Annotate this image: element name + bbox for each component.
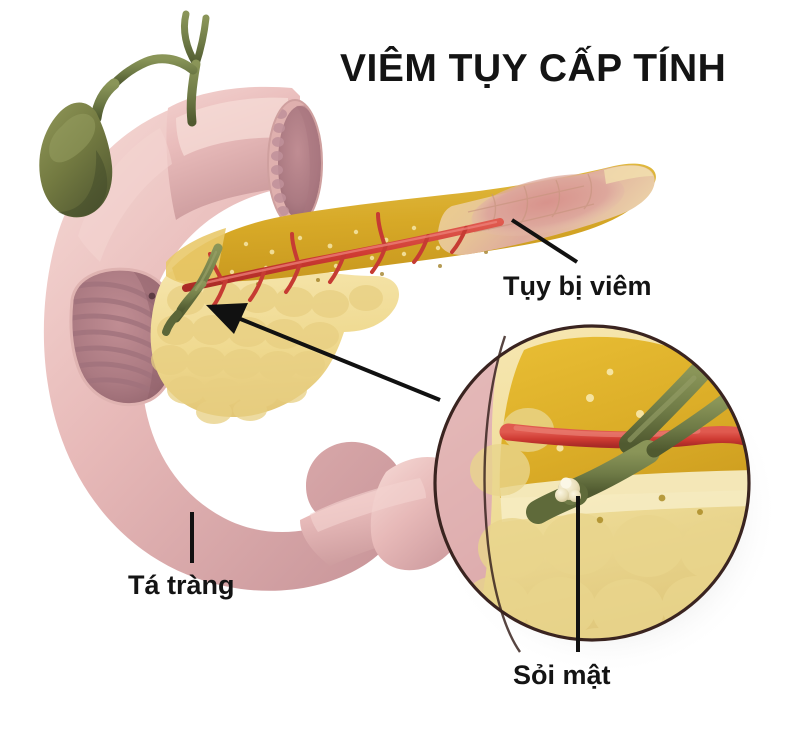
cystic-duct <box>109 54 198 89</box>
label-inflamed-pancreas: Tụy bị viêm <box>503 271 652 301</box>
gallbladder-neck <box>90 78 120 124</box>
inset-speckles <box>556 368 644 452</box>
duodenum-group <box>43 86 470 591</box>
duodenum-cut-end <box>267 99 323 227</box>
bile-duct-branch <box>176 280 207 314</box>
gallbladder-highlight <box>49 113 96 163</box>
duodenal-papilla-dot <box>148 292 156 300</box>
ampulla-arrow-head <box>206 303 248 334</box>
duodenum-highlight <box>176 97 288 156</box>
inset-bile-duct-branch <box>646 394 732 458</box>
gallbladder-shade <box>58 150 108 217</box>
mucosal-folds <box>271 109 289 216</box>
common-bile-duct-group <box>162 243 223 336</box>
pancreas-leader-line <box>510 218 579 264</box>
page-title: VIÊM TỤY CẤP TÍNH <box>340 47 727 90</box>
hepatic-duct-left <box>180 10 200 68</box>
leader-lines <box>190 218 580 652</box>
ampulla-arrow-shaft <box>237 316 441 402</box>
inset-dark-specks <box>596 494 703 524</box>
pancreas-group <box>150 163 656 424</box>
bile-duct-highlight <box>194 250 218 292</box>
label-gallstone: Sỏi mật <box>513 660 611 690</box>
tail-lobule-outlines <box>467 173 595 233</box>
inset-bile-duct-highlight <box>627 375 697 443</box>
duodenum-body <box>43 93 407 591</box>
pancreas-inflammation <box>471 174 625 236</box>
tail-tip-highlight <box>604 165 653 184</box>
pancreatic-duct-group <box>182 212 504 310</box>
duodenum-arc-highlight <box>78 128 172 262</box>
label-duodenum: Tá tràng <box>128 570 235 600</box>
gallbladder-group <box>39 10 210 218</box>
inset-wall-edge <box>483 335 521 653</box>
ampulla-junction <box>162 310 182 336</box>
magnifier-inset-group <box>433 324 778 676</box>
hepatic-duct-right <box>192 14 210 68</box>
inset-outline <box>433 324 751 642</box>
duodenum-lower-highlight <box>310 478 426 532</box>
pancreatic-duct-highlight <box>194 220 498 287</box>
